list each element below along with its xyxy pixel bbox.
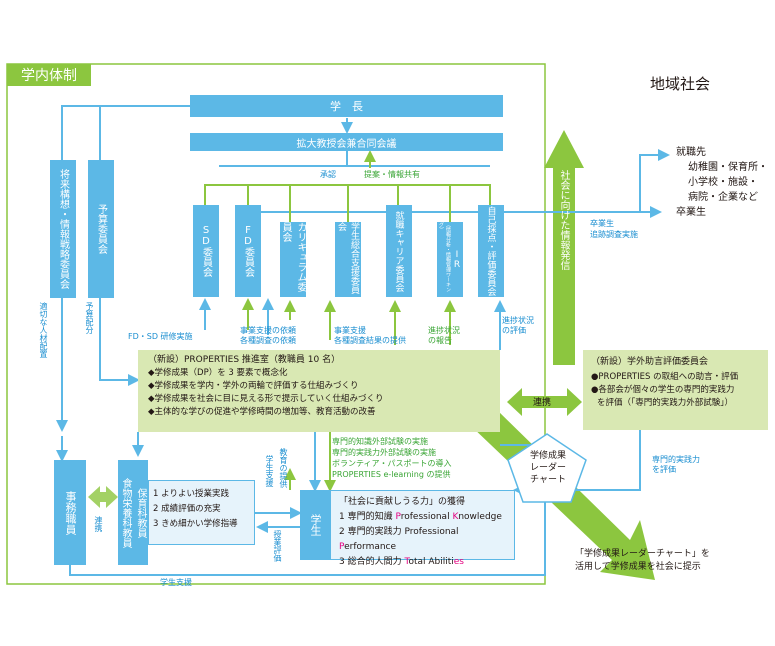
student-support-label-2: 学生支援 (160, 578, 192, 587)
budget-committee-box: 予算委員会 (88, 160, 114, 298)
student-support-label: 学生支援 (265, 455, 274, 487)
faculty-box: 保育科教員 食物栄養科教員 (118, 460, 148, 565)
class-eval-label: 授業評価 (273, 530, 282, 562)
strategy-committee-box: 将来構想・情報戦略委員会 (50, 160, 76, 298)
sd-committee-box: SD委員会 (193, 205, 219, 297)
radar-label: 学修成果レーダーチャート (529, 451, 566, 485)
practice-eval-label: 専門的実践力を評価 (652, 455, 700, 474)
collaboration-label: 連携 (533, 398, 552, 408)
approval-label: 承認 (320, 170, 336, 179)
external-committee-box: （新設）学外助言評価委員会 ●PROPERTIES の取組への助言・評価 ●各部… (583, 350, 768, 430)
faculty-council-box: 拡大教授会兼合同会議 (190, 133, 503, 151)
results-label: 事業支援各種調査結果の提供 (334, 326, 406, 345)
employment-block: 就職先 幼稚園・保育所・ 小学校・施設・ 病院・企業など 卒業生 (676, 147, 768, 218)
properties-office-box: （新設）PROPERTIES 推進室（教職員 10 名） ◆学修成果（DP）を … (138, 350, 500, 432)
progress-report-label: 進捗状況の報告 (428, 326, 460, 345)
student-box: 学生 (300, 490, 330, 560)
admin-staff-box: 事務職員 (54, 460, 86, 565)
progress-eval-label: 進捗状況の評価 (502, 316, 534, 335)
radar-pentagon (507, 433, 587, 503)
proposal-label: 提案・情報共有 (364, 170, 420, 179)
collaboration-label-2: 連携 (94, 516, 103, 532)
internal-region-label: 学内体制 (7, 64, 91, 86)
outward-info-label: 社会に向けた情報発信 (558, 170, 569, 270)
curriculum-committee-box: カリキュラム委員会 (280, 222, 306, 297)
goal-box: 「社会に貢献しうる力」の獲得 1 専門的知識 Professional Know… (330, 490, 515, 567)
student-support-committee-box: 学生総合支援委員会 (335, 222, 361, 297)
fd-committee-box: FD委員会 (235, 205, 261, 297)
ir-committee-box: IR （情報分析・情報管理ワーキング） (437, 222, 463, 297)
radar-note: 「学修成果レーダーチャート」を活用して学修成果を社会に提示 (575, 549, 710, 572)
staffing-label: 適切な人材配置 (39, 302, 48, 358)
graduate-followup-label: 卒業生追跡調査実施 (590, 219, 638, 239)
self-evaluation-committee-box: 自己採点・評価委員会 (478, 205, 504, 297)
education-provision-label: 教育の提供 (279, 448, 288, 488)
fdsd-training-label: FD・SD 研修実施 (128, 332, 193, 341)
budget-allocation-label: 予算配分 (85, 302, 94, 334)
career-committee-box: 就職キャリア委員会 (386, 205, 412, 297)
request-label: 事業支援の依頼各種調査の依頼 (240, 326, 296, 345)
community-region-label: 地域社会 (650, 75, 711, 93)
president-box: 学 長 (190, 95, 503, 117)
implementation-list: 専門的知識外部試験の実施 専門的実践力外部試験の実施 ボランティア・パスポートの… (332, 437, 452, 479)
